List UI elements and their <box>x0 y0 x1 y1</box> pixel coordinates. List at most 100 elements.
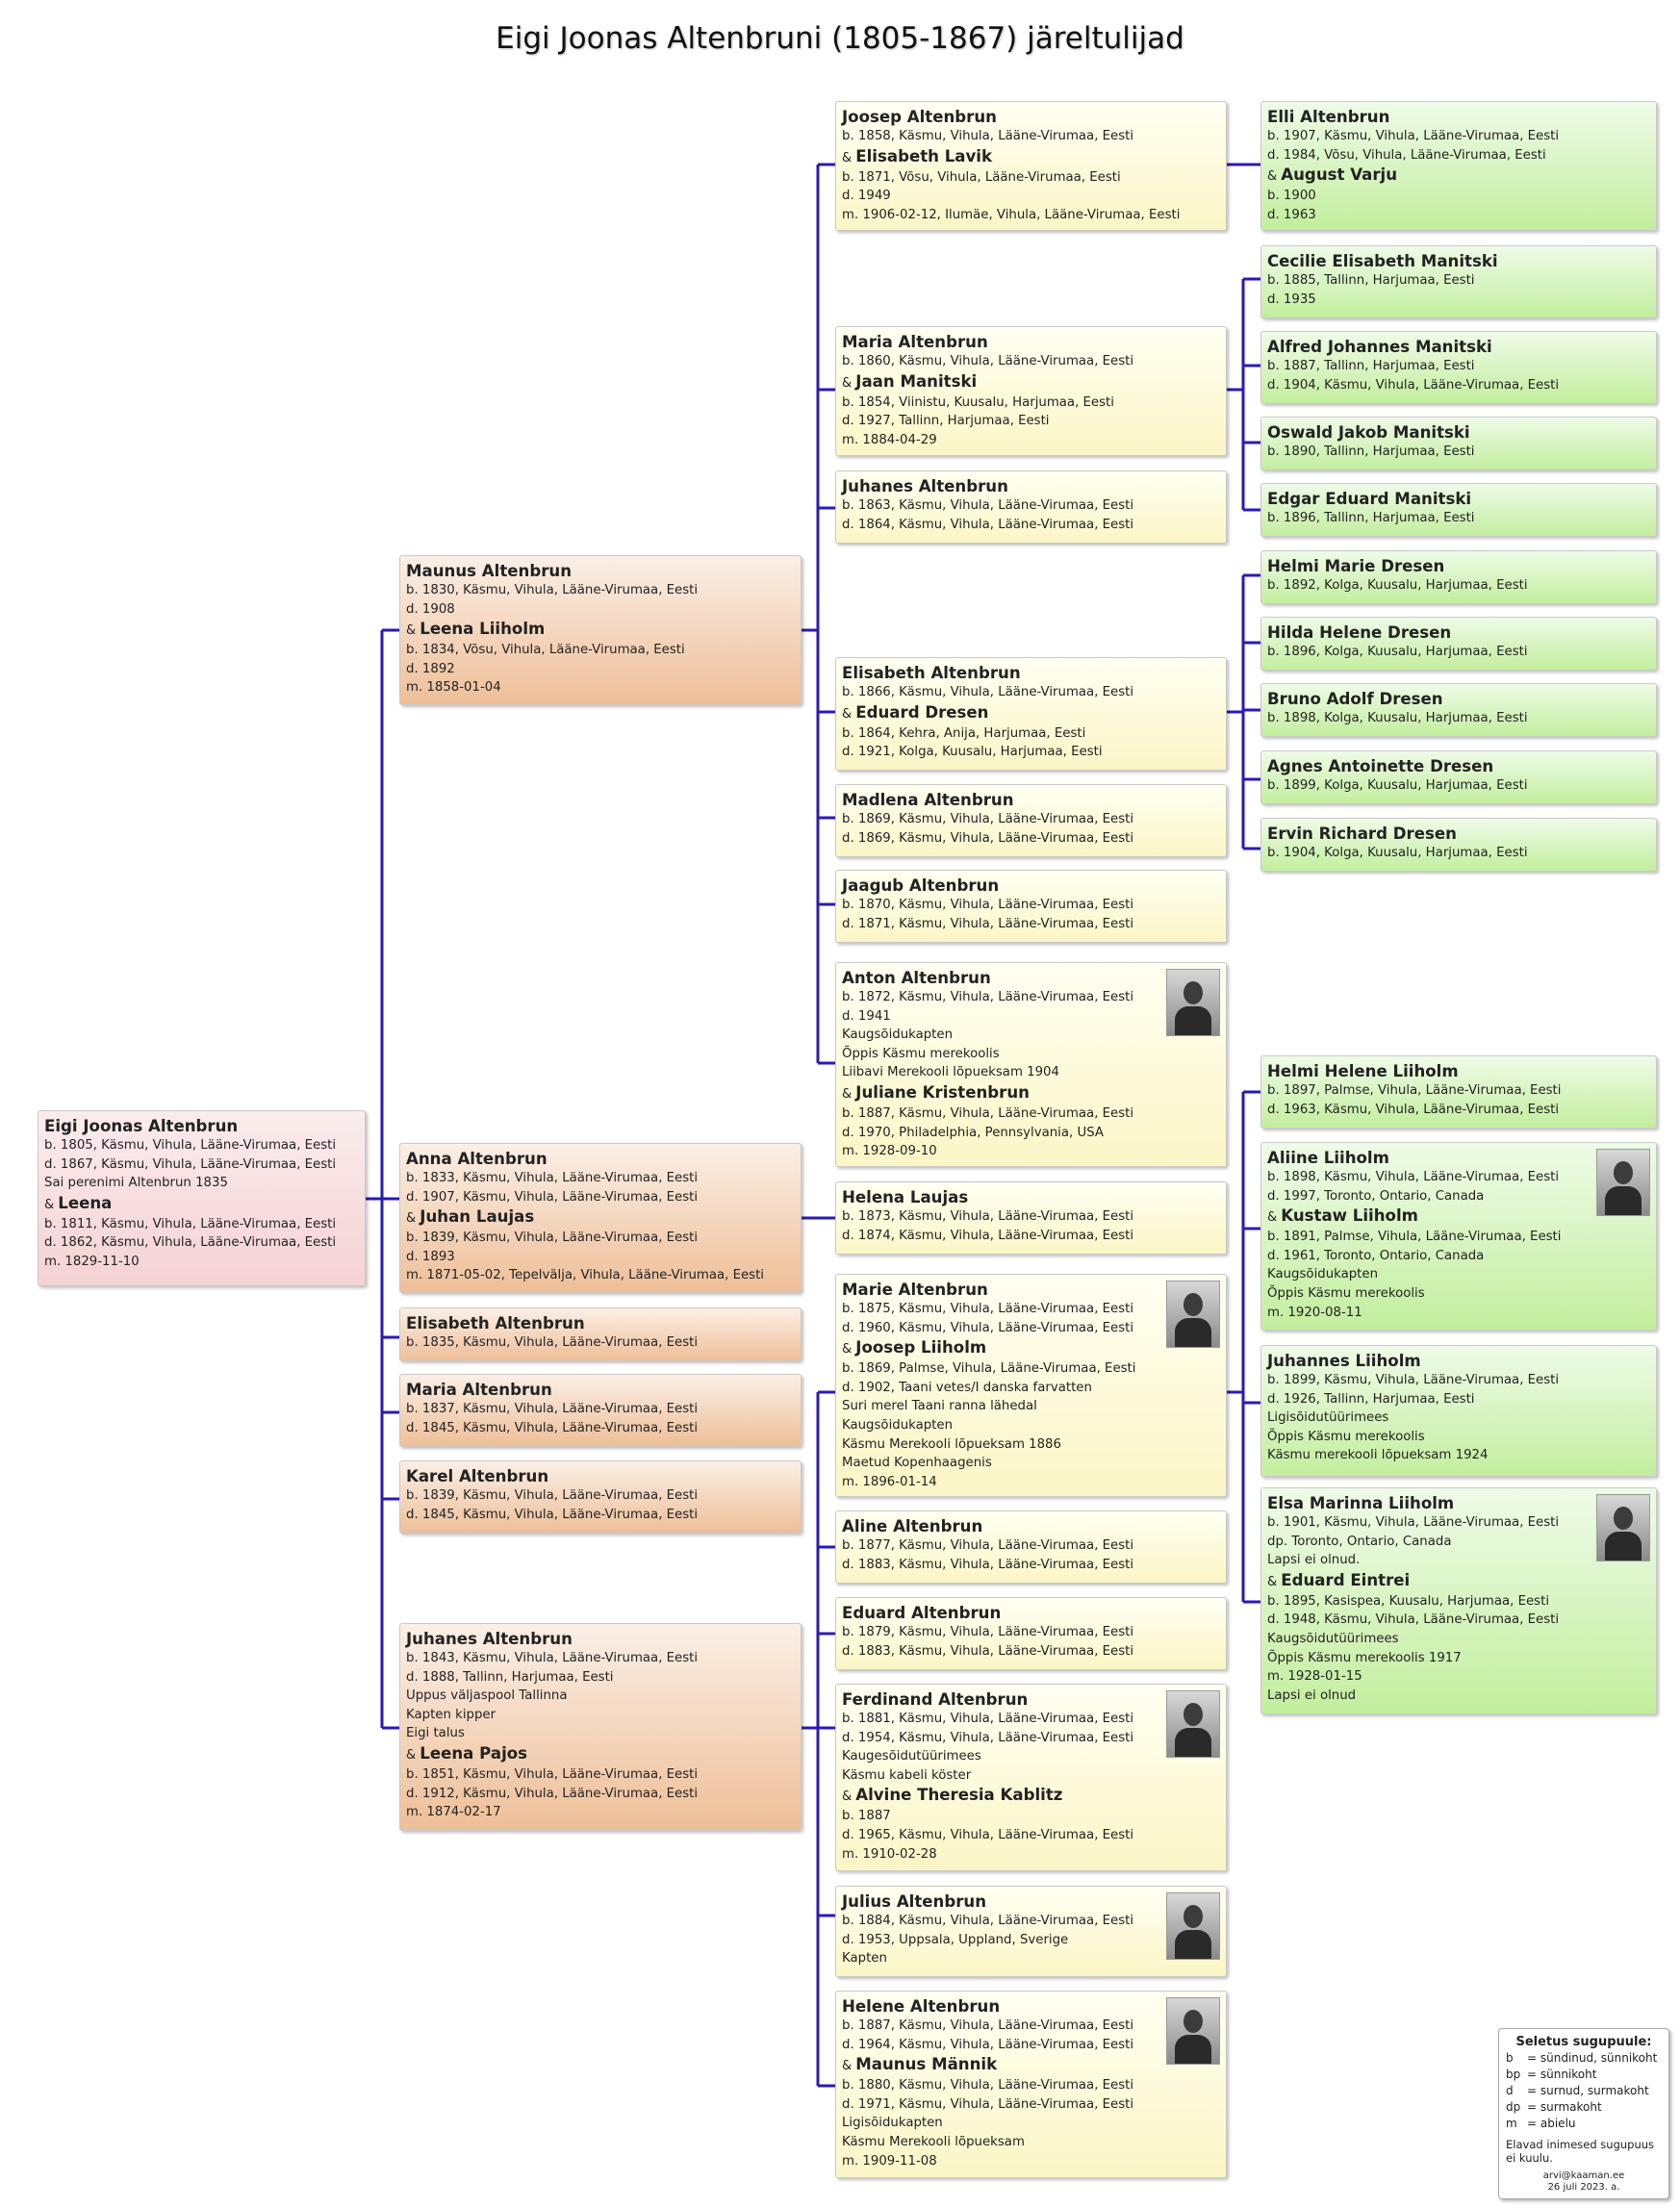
person-detail: d. 1921, Kolga, Kuusalu, Harjumaa, Eesti <box>842 745 1103 760</box>
person-detail: Kapten kipper <box>406 1707 496 1722</box>
person-name: Aline Altenbrun <box>842 1516 1220 1536</box>
spouse-name: & Kustaw Liiholm <box>1267 1206 1650 1228</box>
spouse-marker: & <box>842 1086 856 1102</box>
person-detail: b. 1896, Tallinn, Harjumaa, Eesti <box>1267 511 1475 525</box>
name-text: Elisabeth Lavik <box>855 146 993 165</box>
person-detail: m. 1858-01-04 <box>406 680 501 696</box>
name-text: Joosep Altenbrun <box>842 108 997 126</box>
person-detail: b. 1875, Käsmu, Vihula, Lääne-Virumaa, E… <box>842 1302 1134 1316</box>
person-detail: Käsmu Merekooli lõpueksam <box>842 2134 1025 2149</box>
name-text: Joosep Liiholm <box>855 1338 987 1358</box>
person-name: Helmi Marie Dresen <box>1267 556 1650 576</box>
name-text: Ervin Richard Dresen <box>1267 825 1457 843</box>
legend-date: 26 juli 2023. a. <box>1547 2182 1620 2193</box>
person-detail: Kaugsõidutüürimees <box>1267 1631 1399 1646</box>
spouse-name: & Leena <box>44 1193 359 1215</box>
portrait-photo[interactable] <box>1166 969 1220 1036</box>
portrait-photo[interactable] <box>1596 1149 1650 1216</box>
spouse-name: & Elisabeth Lavik <box>842 146 1220 168</box>
person-detail: b. 1833, Käsmu, Vihula, Lääne-Virumaa, E… <box>406 1171 699 1185</box>
name-text: Juliane Kristenbrun <box>855 1082 1030 1102</box>
person-detail: Käsmu merekooli lõpueksam 1924 <box>1267 1448 1489 1463</box>
person-detail: b. 1887, Käsmu, Vihula, Lääne-Virumaa, E… <box>842 2018 1134 2033</box>
person-detail: d. 1907, Käsmu, Vihula, Lääne-Virumaa, E… <box>406 1189 699 1205</box>
spouse-name: & Joosep Liiholm <box>842 1337 1220 1359</box>
person-card-cecilie[interactable]: Cecilie Elisabeth Manitski b. 1885, Talli… <box>1260 245 1657 318</box>
person-detail: m. 1829-11-10 <box>44 1254 140 1269</box>
portrait-photo[interactable] <box>1166 1892 1220 1960</box>
spouse-marker: & <box>406 1211 420 1227</box>
person-detail: b. 1839, Käsmu, Vihula, Lääne-Virumaa, E… <box>406 1231 699 1246</box>
person-name: Anna Altenbrun <box>406 1149 795 1169</box>
spouse-marker: & <box>842 1789 856 1805</box>
portrait-photo[interactable] <box>1166 1997 1220 2065</box>
person-card-anna[interactable]: Anna Altenbrun b. 1833, Käsmu, Vihula, Lä… <box>399 1143 802 1293</box>
person-detail: Õppis Käsmu merekoolis <box>1267 1429 1425 1444</box>
person-detail: Kaugesõidutüürimees <box>842 1749 981 1764</box>
name-text: Alfred Johannes Manitski <box>1267 338 1492 356</box>
person-detail: d. 1874, Käsmu, Vihula, Lääne-Virumaa, E… <box>842 1228 1134 1243</box>
spouse-name: & Eduard Dresen <box>842 702 1220 724</box>
legend-abbr: bp <box>1506 2068 1521 2081</box>
portrait-photo[interactable] <box>1166 1690 1220 1758</box>
name-text: Helene Altenbrun <box>842 1997 1001 2016</box>
person-detail: Kaugsõidukapten <box>1267 1267 1379 1282</box>
name-text: Eduard Dresen <box>855 702 989 722</box>
person-detail: b. 1881, Käsmu, Vihula, Lääne-Virumaa, E… <box>842 1712 1134 1726</box>
person-name: Juhannes Liiholm <box>1267 1351 1650 1371</box>
portrait-photo[interactable] <box>1166 1281 1220 1348</box>
legend-box: Seletus sugupuule: b= sündinud, sünnikoh… <box>1498 2028 1669 2199</box>
portrait-photo[interactable] <box>1596 1494 1650 1561</box>
person-detail: b. 1896, Kolga, Kuusalu, Harjumaa, Eesti <box>1267 645 1528 659</box>
person-card-helene[interactable]: Helene Altenbrun b. 1887, Käsmu, Vihula, … <box>835 1991 1227 2178</box>
person-detail: Kaugsõidukapten <box>842 1417 954 1433</box>
page-title: Eigi Joonas Altenbruni (1805-1867) järel… <box>496 21 1184 56</box>
spouse-marker: & <box>1267 169 1282 185</box>
person-detail: b. 1887, Käsmu, Vihula, Lääne-Virumaa, E… <box>842 1105 1134 1121</box>
legend-email[interactable]: arvi@kaaman.ee <box>1542 2170 1625 2181</box>
name-text: Maunus Männik <box>855 2055 998 2074</box>
person-detail: b. 1834, Võsu, Vihula, Lääne-Virumaa, Ee… <box>406 643 685 658</box>
name-text: Edgar Eduard Manitski <box>1267 490 1472 508</box>
person-detail: d. 1949 <box>842 189 891 204</box>
person-name: Oswald Jakob Manitski <box>1267 422 1650 443</box>
person-name: Cecilie Elisabeth Manitski <box>1267 251 1650 271</box>
person-card-edgar[interactable]: Edgar Eduard Manitski b. 1896, Tallinn, H… <box>1260 483 1657 537</box>
spouse-name: & Maunus Männik <box>842 2054 1220 2076</box>
person-name: Anton Altenbrun <box>842 968 1220 988</box>
person-detail: b. 1885, Tallinn, Harjumaa, Eesti <box>1267 273 1475 288</box>
person-detail: d. 1926, Tallinn, Harjumaa, Eesti <box>1267 1391 1475 1407</box>
